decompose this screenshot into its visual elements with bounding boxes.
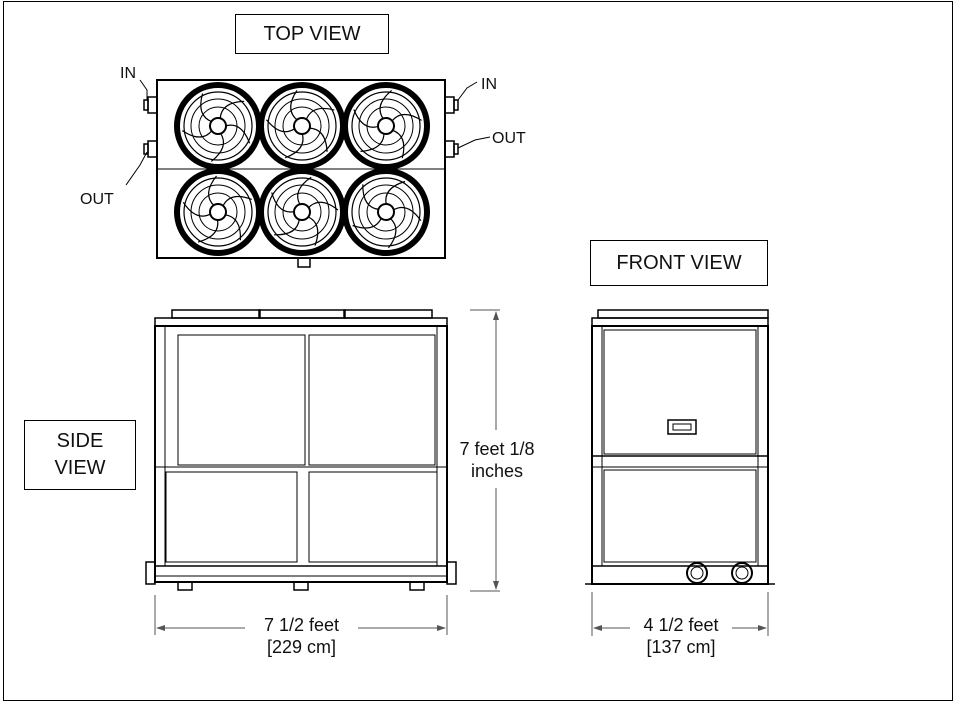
height-dimension-line2: inches: [470, 461, 524, 481]
front-view-label: FRONT VIEW: [590, 240, 768, 286]
dimension-lines: [154, 309, 769, 636]
side-view-label: SIDE VIEW: [24, 420, 136, 490]
fan-icon: [342, 82, 430, 170]
side-view-unit: [145, 309, 457, 591]
drawing-frame: [3, 1, 953, 701]
front-width-line1: 4 1/2 feet: [643, 615, 719, 635]
out-right-label: OUT: [492, 130, 526, 147]
top-view-unit: [125, 79, 491, 268]
height-dimension-label: 7 feet 1/8 inches: [455, 438, 539, 482]
fan-icon: [174, 168, 262, 256]
front-view-unit: [585, 309, 775, 585]
top-view-label: TOP VIEW: [235, 14, 389, 54]
in-left-label: IN: [120, 65, 136, 82]
fan-icon: [258, 168, 346, 256]
side-view-label-line2: VIEW: [54, 457, 106, 479]
front-width-line2: [137 cm]: [646, 637, 716, 657]
fan-icon: [342, 168, 430, 256]
side-width-dimension-label: 7 1/2 feet [229 cm]: [245, 614, 358, 658]
fan-icon: [174, 82, 262, 170]
side-view-label-line1: SIDE: [56, 430, 104, 452]
height-dimension-line1: 7 feet 1/8: [459, 439, 535, 459]
fan-icon: [258, 82, 346, 170]
in-right-label: IN: [481, 76, 497, 93]
front-width-dimension-label: 4 1/2 feet [137 cm]: [630, 614, 732, 658]
out-left-label: OUT: [80, 191, 114, 208]
side-width-line2: [229 cm]: [266, 637, 337, 657]
side-width-line1: 7 1/2 feet: [263, 615, 340, 635]
